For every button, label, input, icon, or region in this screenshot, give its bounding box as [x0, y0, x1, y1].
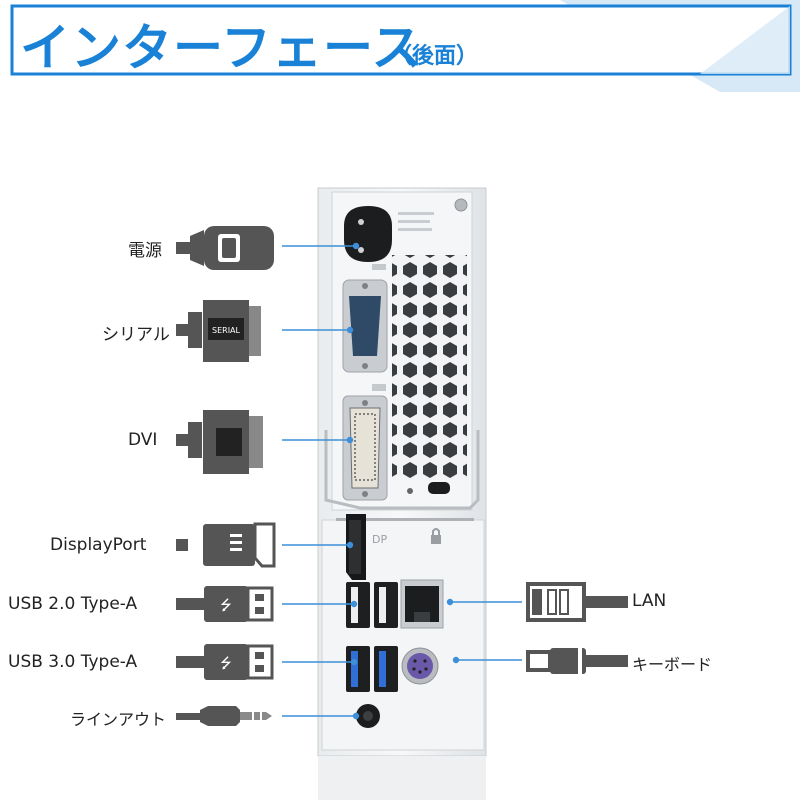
- usb30-ports: [346, 646, 398, 692]
- svg-text:⭍: ⭍: [220, 598, 232, 614]
- serial-port: [342, 264, 388, 373]
- audio-plug-icon: [176, 706, 272, 726]
- lock-slot: [428, 482, 450, 494]
- padlock-icon: [431, 535, 441, 544]
- label-power: 電源: [128, 241, 162, 261]
- label-dvi: DVI: [128, 430, 158, 450]
- header-banner: インターフェース （後面）: [0, 0, 800, 92]
- dvi-plug-icon: [176, 410, 263, 474]
- callout-lines: [282, 242, 522, 720]
- label-lan: LAN: [632, 591, 667, 611]
- svg-text:⭍: ⭍: [220, 656, 232, 672]
- label-displayport: DisplayPort: [50, 535, 147, 555]
- label-usb30: USB 3.0 Type-A: [8, 652, 138, 672]
- serial-plug-icon: SERIAL: [176, 300, 261, 362]
- dp-port-text: DP: [372, 533, 387, 546]
- screw-top: [454, 198, 468, 212]
- dvi-port: [342, 384, 388, 501]
- page-title: インターフェース: [20, 19, 423, 77]
- usb30-plug-icon: ⭍: [176, 644, 274, 680]
- usb20-plug-icon: ⭍: [176, 586, 274, 622]
- label-lineout: ラインアウト: [70, 710, 167, 729]
- displayport-plug-icon: [176, 522, 276, 568]
- lan-port: [400, 579, 444, 629]
- ps2-plug-icon: [526, 648, 628, 674]
- vent-grille: [392, 255, 467, 480]
- label-keyboard: キーボード: [632, 655, 713, 674]
- lan-plug-icon: [526, 582, 628, 622]
- line-out-jack: [356, 704, 380, 728]
- displayport-port: DP: [346, 514, 441, 580]
- page-subtitle: （後面）: [390, 44, 479, 69]
- ps2-keyboard-port: [401, 647, 439, 685]
- label-serial: シリアル: [102, 325, 170, 345]
- banner-frame: [10, 0, 800, 92]
- label-usb20: USB 2.0 Type-A: [8, 594, 138, 614]
- serial-plug-text: SERIAL: [212, 326, 241, 335]
- power-plug-icon: [176, 226, 274, 270]
